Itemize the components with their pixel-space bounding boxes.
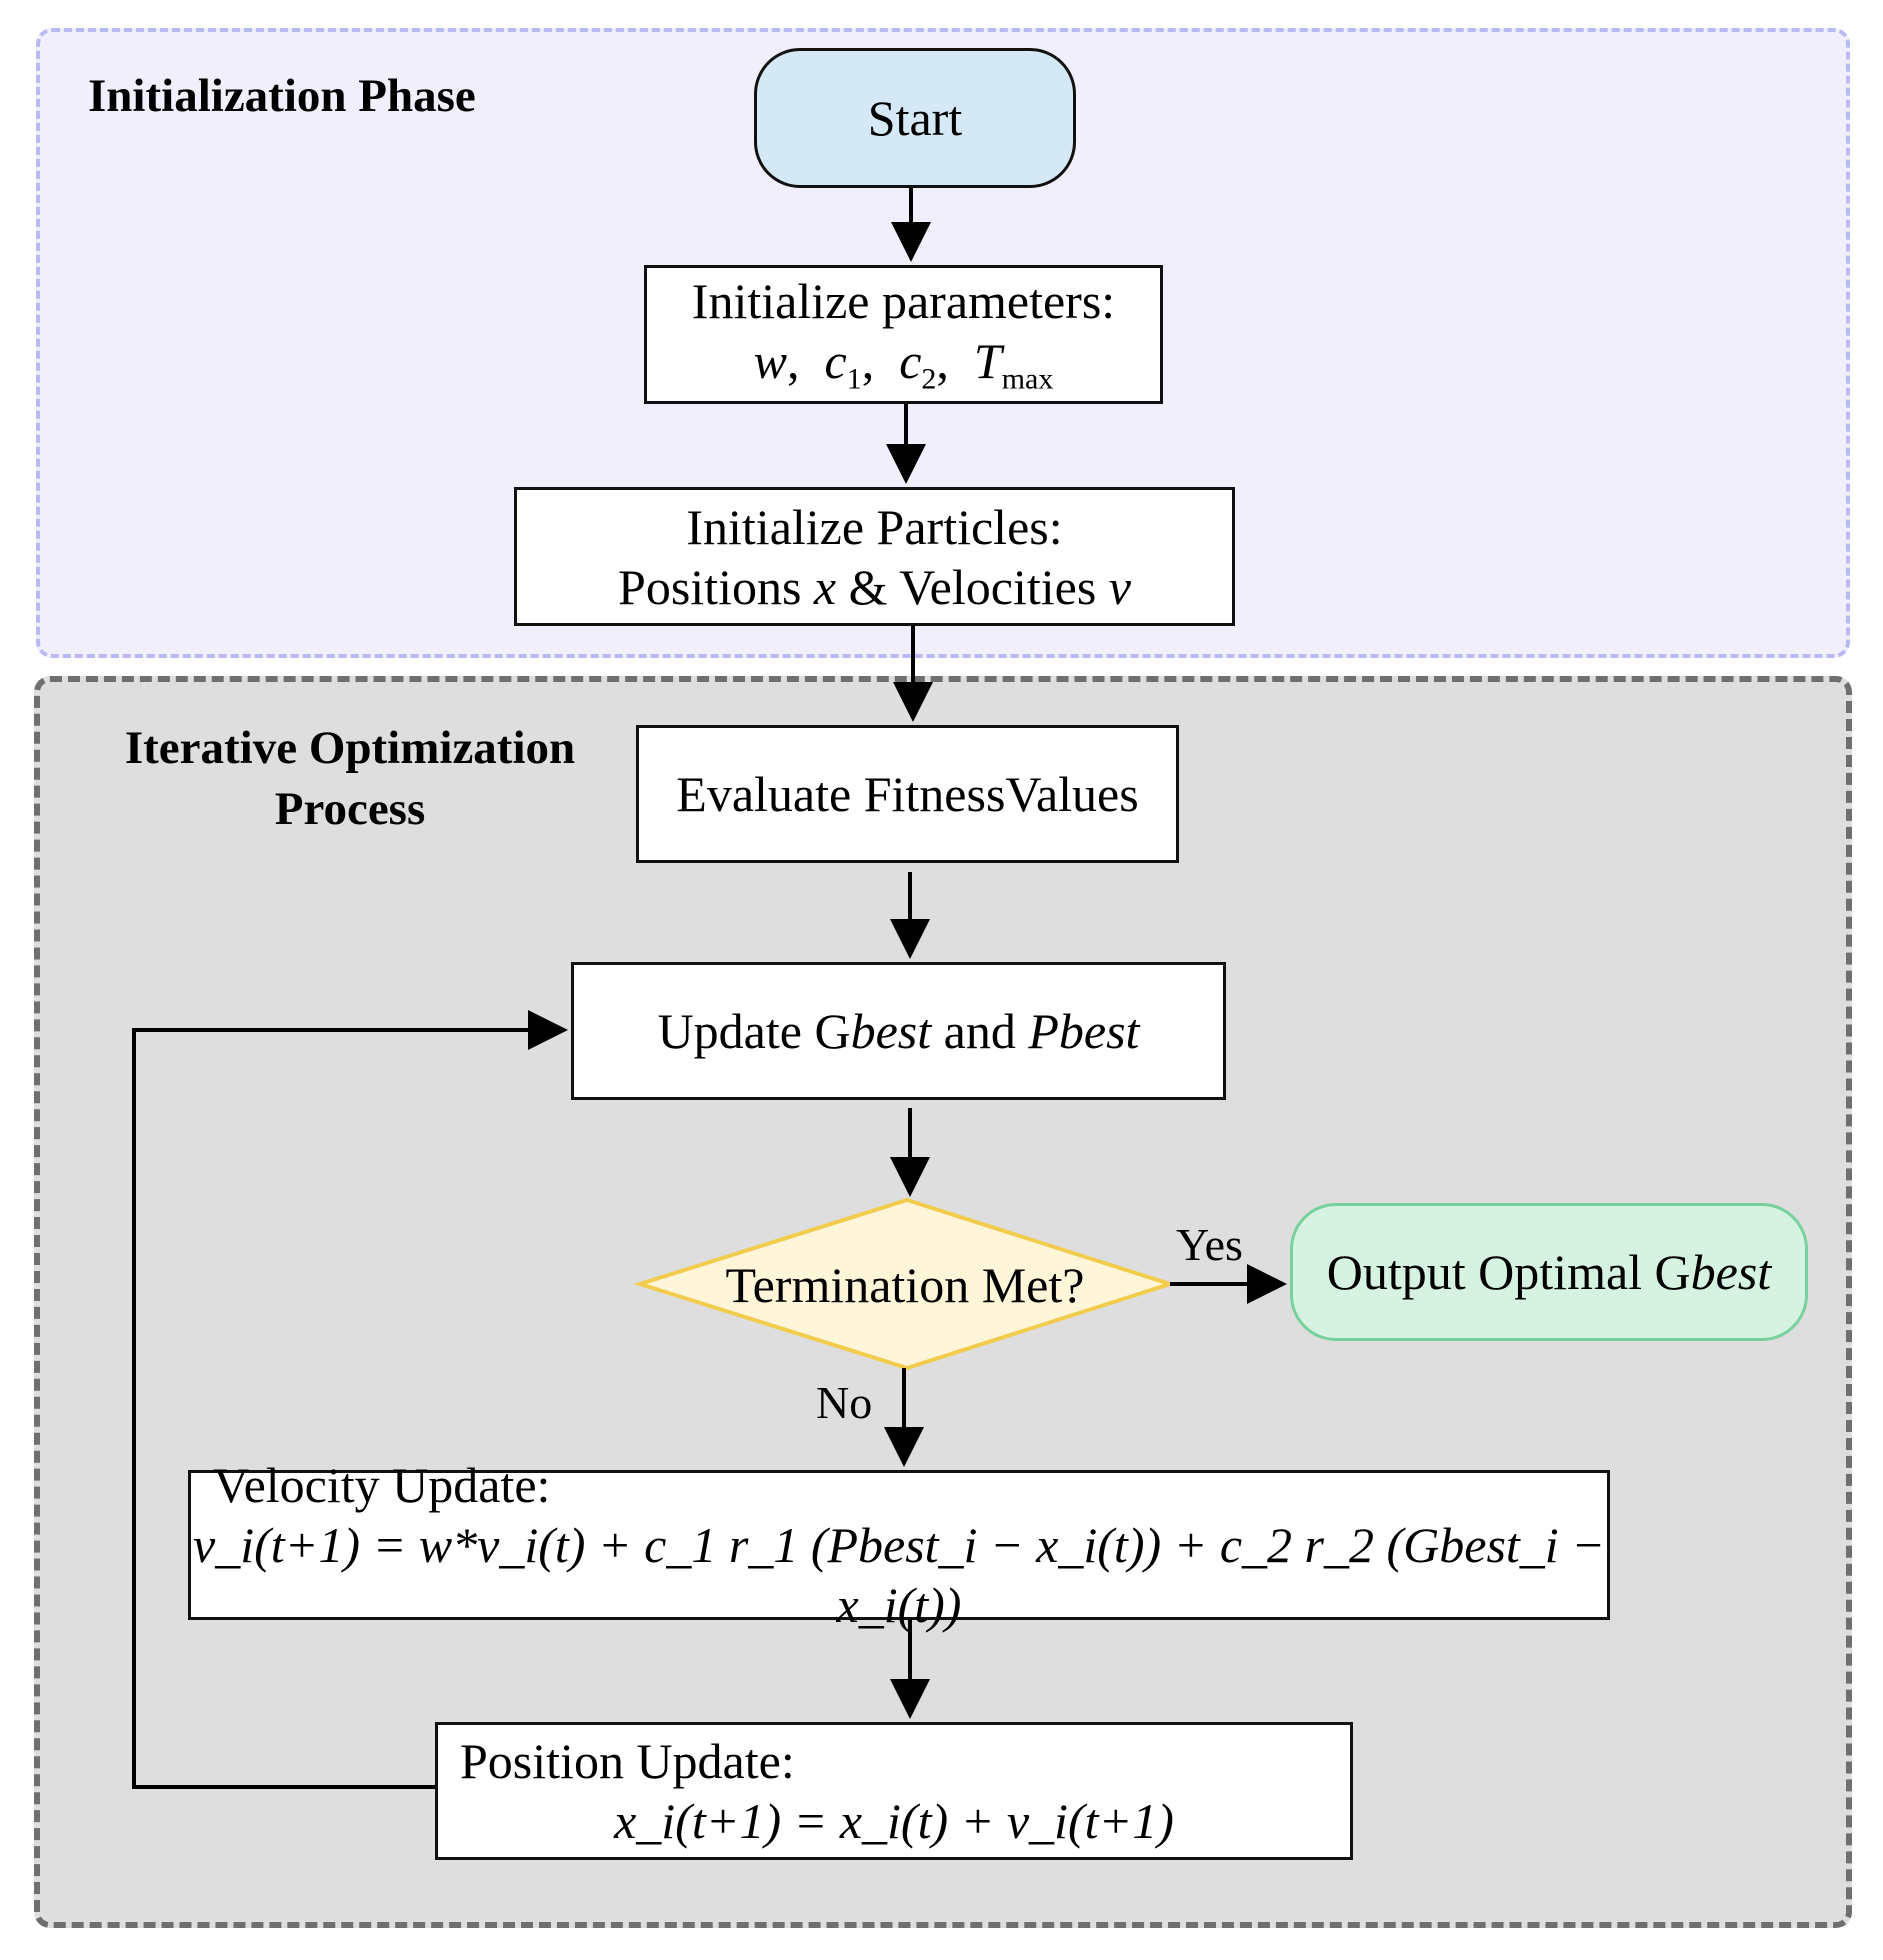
position-heading: Position Update: [460, 1733, 795, 1789]
param-sep-1: , [786, 333, 800, 390]
iterative-phase-title: Iterative Optimization Process [90, 718, 610, 840]
output-prefix: Output Optimal [1326, 1244, 1643, 1300]
iterative-title-line-2: Process [274, 783, 426, 836]
symbol-v: v [1108, 558, 1131, 615]
velocity-update-node: Velocity Update: v_i(t+1) = w*v_i(t) + c… [188, 1457, 1610, 1633]
decision-diamond [633, 1197, 1177, 1371]
update-best-node: Update Gbest and Pbest [571, 962, 1226, 1100]
initialize-particles-node: Initialize Particles: Positions x & Velo… [514, 487, 1235, 626]
update-best-label: Update Gbest and Pbest [658, 1001, 1140, 1061]
termination-decision-label: Termination Met? [725, 1257, 1085, 1313]
init-params-heading: Initialize parameters: [691, 273, 1116, 330]
update-and: and [943, 1003, 1016, 1059]
velocity-formula: v_i(t+1) = w*v_i(t) + c_1 r_1 (Pbest_i −… [193, 1517, 1605, 1633]
symbol-x: x [813, 558, 837, 615]
start-node: Start [754, 48, 1076, 188]
param-sep-3: , [936, 333, 949, 390]
param-c2: c [899, 333, 922, 390]
output-optimal-node: Output Optimal Gbest [1290, 1203, 1808, 1341]
param-c1-sub: 1 [846, 362, 862, 396]
param-c1: c [824, 333, 847, 390]
param-c2-sub: 2 [921, 362, 937, 396]
param-w: w [753, 333, 787, 390]
arrow-position-loop-to-update [132, 1010, 568, 1789]
param-sep-2: , [861, 333, 875, 390]
position-formula: x_i(t+1) = x_i(t) + v_i(t+1) [614, 1793, 1174, 1849]
update-gbest-best: best [850, 1003, 932, 1059]
position-update-node: Position Update: x_i(t+1) = x_i(t) + v_i… [435, 1722, 1353, 1860]
param-t: T [973, 333, 1002, 390]
initialization-phase-title: Initialization Phase [88, 70, 476, 122]
output-best: best [1690, 1244, 1772, 1300]
positions-label: Positions [618, 558, 802, 615]
init-particles-detail: Positions x & Velocities v [618, 557, 1131, 617]
init-particles-heading: Initialize Particles: [686, 498, 1063, 555]
evaluate-fitness-node: Evaluate FitnessValues [636, 725, 1179, 863]
no-edge-label: No [816, 1377, 873, 1428]
update-prefix: Update G [657, 1003, 851, 1059]
update-pbest: Pbest [1028, 1003, 1140, 1059]
velocities-label: & Velocities [848, 558, 1097, 615]
velocity-heading: Velocity Update: [213, 1457, 551, 1513]
initialize-parameters-node: Initialize parameters: w, c1, c2, Tmax [644, 265, 1163, 404]
output-label: Output Optimal Gbest [1327, 1242, 1771, 1302]
iterative-title-line-1: Iterative Optimization [124, 722, 576, 774]
init-params-symbols: w, c1, c2, Tmax [754, 331, 1054, 398]
output-g: G [1654, 1244, 1691, 1300]
param-t-sub: max [1001, 362, 1054, 396]
evaluate-label: Evaluate FitnessValues [676, 766, 1139, 822]
start-label: Start [867, 90, 963, 146]
yes-edge-label: Yes [1176, 1219, 1243, 1270]
